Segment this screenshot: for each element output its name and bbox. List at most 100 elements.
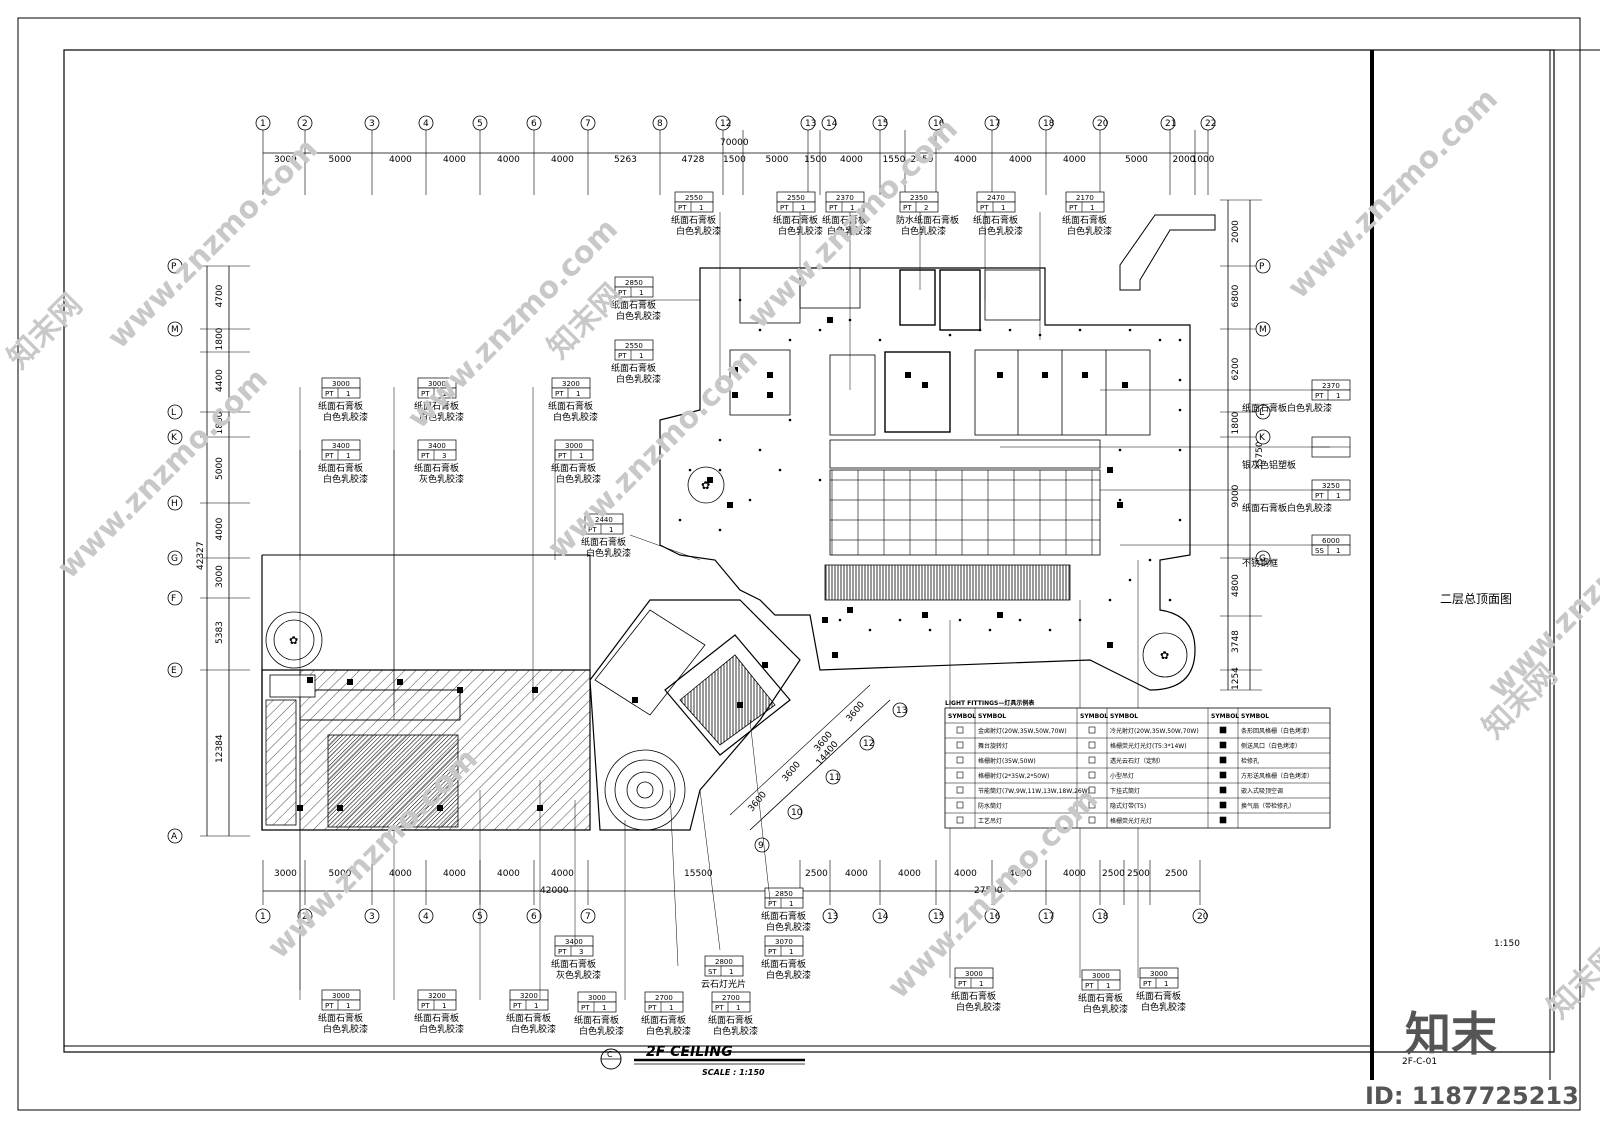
downlight-fixture — [1128, 328, 1132, 332]
material-number: 1 — [789, 948, 793, 956]
legend-symbol-icon — [1088, 801, 1096, 809]
material-code: PT — [325, 1002, 334, 1010]
bottom-segment-dim: 4000 — [1009, 869, 1032, 879]
grid-bubble-top — [526, 115, 542, 131]
watermark-text: www.znzmo.com — [101, 132, 325, 356]
bottom-segment-dim: 15500 — [684, 869, 713, 879]
downlight-fixture — [1158, 338, 1162, 342]
legend-symbol-icon — [1219, 726, 1227, 734]
material-number: 1 — [534, 1002, 538, 1010]
ceiling-height: 2170 — [1076, 194, 1094, 202]
grid-label-bottom: 20 — [1197, 912, 1209, 922]
material-desc: 纸面石膏板 — [414, 462, 459, 474]
material-number: 1 — [579, 452, 583, 460]
bottom-segment-dim: 2500 — [1165, 869, 1188, 879]
grille-fixture — [337, 805, 343, 811]
material-number: 1 — [602, 1004, 606, 1012]
legend-entry: 格栅射灯(35W,50W) — [978, 757, 1036, 765]
material-desc: 防水纸面石膏板 — [896, 214, 959, 226]
material-number: 1 — [346, 452, 350, 460]
leader-line — [749, 719, 771, 901]
legend-entry: 侧送风口（白色烤漆） — [1241, 742, 1301, 750]
grille-fixture — [737, 702, 743, 708]
material-number: 1 — [639, 289, 643, 297]
ceiling-height: 2550 — [685, 194, 703, 202]
grid-bubble-bottom — [418, 908, 434, 924]
legend-entry: 检修孔 — [1241, 757, 1259, 765]
dense-ceiling-zone — [327, 734, 459, 828]
grid-bubble-top — [821, 115, 837, 131]
material-code: PT — [780, 204, 789, 212]
downlight-fixture — [898, 618, 902, 622]
material-number: 1 — [669, 1004, 673, 1012]
ceiling-height: 3070 — [775, 938, 793, 946]
grid-label-top: 12 — [720, 119, 731, 129]
grid-bubble-left — [167, 429, 183, 445]
material-desc: 纸面石膏板 — [581, 536, 626, 548]
top-total-dim: 70000 — [720, 138, 749, 148]
material-finish: 灰色乳胶漆 — [556, 969, 601, 981]
ceiling-height: 2550 — [787, 194, 805, 202]
grid-bubble-top — [872, 115, 888, 131]
material-code: PT — [648, 1004, 657, 1012]
material-number: 1 — [979, 980, 983, 988]
grid-label-top: 7 — [585, 119, 591, 129]
grid-bubble-left — [167, 662, 183, 678]
top-segment-dim: 4000 — [389, 155, 412, 165]
watermark-brand-cn: 知末网 — [1, 287, 89, 375]
material-number: 1 — [789, 900, 793, 908]
grid-label-bottom: 6 — [531, 912, 537, 922]
legend-entry: 换气扇（带检修孔） — [1241, 802, 1295, 810]
ceiling-height: 2850 — [625, 279, 643, 287]
west-bay-round-ceiling — [265, 611, 323, 669]
legend-symbol-icon — [956, 801, 964, 809]
grid-label-right: G — [1259, 554, 1266, 564]
legend-entry: 工艺吊灯 — [978, 817, 1002, 825]
grid-bubble-top — [580, 115, 596, 131]
grid-label-top: 18 — [1043, 119, 1055, 129]
downlight-fixture — [1178, 518, 1182, 522]
ceiling-height: 3000 — [428, 380, 446, 388]
bottom-segment-dim: 4000 — [954, 869, 977, 879]
grid-label-left: L — [171, 408, 176, 418]
downlight-fixture — [818, 478, 822, 482]
material-number: 1 — [1164, 980, 1168, 988]
material-finish: 白色乳胶漆 — [978, 225, 1023, 237]
right-segment-dim: 4800 — [1231, 574, 1241, 597]
grille-fixture — [707, 477, 713, 483]
east-wing-outline — [659, 267, 1196, 691]
grille-fixture — [532, 687, 538, 693]
grid-bubble-right — [1255, 258, 1271, 274]
ceiling-height: 2470 — [987, 194, 1005, 202]
ceiling-height: 2370 — [836, 194, 854, 202]
watermark-text: www.znzmo.com — [1281, 82, 1505, 306]
legend-header: SYMBOL — [1211, 713, 1239, 720]
grid-bubble-bottom — [526, 908, 542, 924]
downlight-fixture — [1048, 628, 1052, 632]
grid-label-top: 17 — [989, 119, 1000, 129]
top-segment-dim: 1000 — [1192, 155, 1215, 165]
watermark-text: www.znzmo.com — [51, 362, 275, 586]
grille-fixture — [1107, 642, 1113, 648]
grid-label-left: G — [171, 554, 178, 564]
legend-header: SYMBOL — [1110, 713, 1138, 720]
material-desc: 纸面石膏板 — [414, 400, 459, 412]
material-desc: 纸面石膏板 — [822, 214, 867, 226]
material-desc: 纸面石膏板 — [761, 958, 806, 970]
grid-label-bottom: 13 — [827, 912, 838, 922]
bottom-total-left: 42000 — [540, 886, 569, 896]
grid-bubble-bottom — [580, 908, 596, 924]
material-code: PT — [555, 390, 564, 398]
material-desc: 纸面石膏板 — [1062, 214, 1107, 226]
legend-symbol-icon — [1219, 771, 1227, 779]
grid-bubble-top — [715, 115, 731, 131]
grille-fixture — [1122, 382, 1128, 388]
material-desc: 纸面石膏板 — [574, 1014, 619, 1026]
right-segment-dim: 6800 — [1231, 284, 1241, 307]
material-desc: 纸面石膏板 — [318, 462, 363, 474]
material-code: SS — [1315, 547, 1324, 555]
